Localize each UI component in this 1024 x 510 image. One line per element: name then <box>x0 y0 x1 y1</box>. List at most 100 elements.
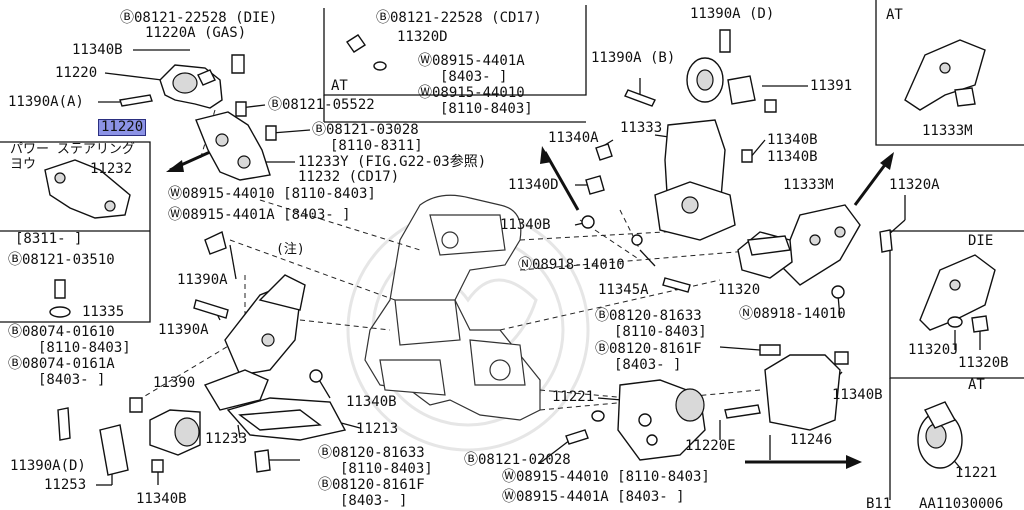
label-b-08121-03028: Ⓑ08121-03028 <box>312 122 419 138</box>
bracket-11232-box <box>44 159 131 318</box>
label-11340b-upper-right-2: 11340B <box>767 149 818 165</box>
label-11340b-lower: 11340B <box>346 394 397 410</box>
label-catalog-number: AA11030006 <box>919 496 1004 510</box>
cd17-bolts <box>346 34 387 71</box>
label-11246: 11246 <box>790 432 833 448</box>
label-11221: 11221 <box>552 389 595 405</box>
label-w-08915-44010-top: Ⓦ08915-44010 <box>418 85 525 101</box>
label-w-08915-44010-mid: Ⓦ08915-44010 [8110-8403] <box>168 186 376 202</box>
nut-08918-right <box>831 285 845 299</box>
label-n-08918-14010: Ⓝ08918-14010 <box>518 257 625 273</box>
hardware-11340 <box>581 143 691 293</box>
label-chu: (注) <box>276 242 305 257</box>
nut-11340b-center <box>309 369 323 383</box>
label-b-08074-0161a: Ⓑ08074-0161A <box>8 356 115 372</box>
label-11345a: 11345A <box>598 282 649 298</box>
bracket-11333m-at <box>904 39 986 111</box>
mount-11391-group <box>624 29 777 241</box>
label-8403-right: [8403- ] <box>614 357 682 373</box>
direction-arrows <box>166 146 894 469</box>
label-die: DIE <box>968 233 994 249</box>
label-you: ヨウ <box>10 157 37 172</box>
label-b-08120-8161f: Ⓑ08120-8161F <box>595 341 702 357</box>
label-11340a: 11340A <box>548 130 599 146</box>
mount-11221 <box>565 379 706 461</box>
left-bracket-group <box>193 231 306 376</box>
label-11391: 11391 <box>810 78 853 94</box>
label-b-08121-03510: Ⓑ08121-03510 <box>8 252 115 268</box>
label-w-08915-4401a-lower: Ⓦ08915-4401A [8403- ] <box>502 489 685 505</box>
label-b-08121-22528-cd17: Ⓑ08121-22528 (CD17) <box>376 10 542 26</box>
label-11220-highlight: 11220 <box>98 119 147 136</box>
label-11221-at: 11221 <box>955 465 998 481</box>
label-at-corner: AT <box>886 7 903 23</box>
label-11220: 11220 <box>55 65 98 81</box>
label-w-08915-4401a-mid: Ⓦ08915-4401A [8403- ] <box>168 207 351 223</box>
label-b-08074-01610: Ⓑ08074-01610 <box>8 324 115 340</box>
label-11340b-mid: 11340B <box>500 217 551 233</box>
label-11390a-mid: 11390A <box>177 272 228 288</box>
label-11390a-d: 11390A (D) <box>690 6 775 22</box>
label-11320a: 11320A <box>889 177 940 193</box>
label-8110-8403-left: [8110-8403] <box>38 340 131 356</box>
label-11232-cd17: 11232 (CD17) <box>298 169 400 185</box>
label-w-08915-44010-lower: Ⓦ08915-44010 [8110-8403] <box>502 469 710 485</box>
bolt-11320a <box>879 229 893 253</box>
label-11340b-top: 11340B <box>72 42 123 58</box>
bracket-11333m <box>779 204 861 286</box>
bracket-11246 <box>724 344 849 431</box>
label-11335: 11335 <box>82 304 125 320</box>
label-8110-8403-lower: [8110-8403] <box>340 461 433 477</box>
label-b-08120-81633-lower: Ⓑ08120-81633 <box>318 445 425 461</box>
mount-11221-at <box>917 401 963 469</box>
label-b-08120-8161f-lower: Ⓑ08120-8161F <box>318 477 425 493</box>
label-b-08120-81633: Ⓑ08120-81633 <box>595 308 702 324</box>
die-bracket <box>919 254 996 333</box>
label-8403-left: [8403- ] <box>38 372 106 388</box>
label-8403-top: [8403- ] <box>440 69 508 85</box>
bolt-08120-lower <box>254 449 271 473</box>
mount-11320 <box>737 231 793 279</box>
label-11333m: 11333M <box>783 177 834 193</box>
mount-11390 <box>57 397 201 476</box>
label-11320b: 11320B <box>958 355 1009 371</box>
label-11333m-corner: 11333M <box>922 123 973 139</box>
label-11233: 11233 <box>205 431 248 447</box>
label-8110-8311: [8110-8311] <box>330 138 423 154</box>
label-11233y: 11233Y (FIG.G22-03参照) <box>298 154 487 170</box>
label-11390a-a: 11390A(A) <box>8 94 84 110</box>
label-at-box: AT <box>331 78 348 94</box>
mount-11220 <box>119 54 245 109</box>
label-11320j: 11320J <box>908 342 959 358</box>
label-b11: B11 <box>866 496 892 510</box>
label-w-08915-4401a-top: Ⓦ08915-4401A <box>418 53 525 69</box>
label-11320d: 11320D <box>397 29 448 45</box>
skid-plate-11213 <box>226 397 347 441</box>
label-at-right: AT <box>968 377 985 393</box>
label-11340b-right: 11340B <box>832 387 883 403</box>
label-power-steering: パワー ステアリング <box>10 142 135 157</box>
label-8110-8403-right: [8110-8403] <box>614 324 707 340</box>
label-8110-8403-top: [8110-8403] <box>440 101 533 117</box>
label-11390a-b: 11390A (B) <box>591 50 676 66</box>
label-11390: 11390 <box>153 375 196 391</box>
label-8311: [8311- ] <box>15 231 83 247</box>
label-8403-lower: [8403- ] <box>340 493 408 509</box>
label-11220a-gas: 11220A (GAS) <box>145 25 247 41</box>
label-11320: 11320 <box>718 282 761 298</box>
label-11213: 11213 <box>356 421 399 437</box>
label-11390a-d-lower: 11390A(D) <box>10 458 86 474</box>
label-11390a-mid-2: 11390A <box>158 322 209 338</box>
label-11220e: 11220E <box>685 438 736 454</box>
bracket-11232 <box>195 101 277 181</box>
label-b-08121-05522: Ⓑ08121-05522 <box>268 97 375 113</box>
label-11232-box: 11232 <box>90 161 133 177</box>
label-11333: 11333 <box>620 120 663 136</box>
label-n-08918-14010-right: Ⓝ08918-14010 <box>739 306 846 322</box>
label-b-08121-22528-die: Ⓑ08121-22528 (DIE) <box>120 10 278 26</box>
label-11340d: 11340D <box>508 177 559 193</box>
label-11253: 11253 <box>44 477 87 493</box>
